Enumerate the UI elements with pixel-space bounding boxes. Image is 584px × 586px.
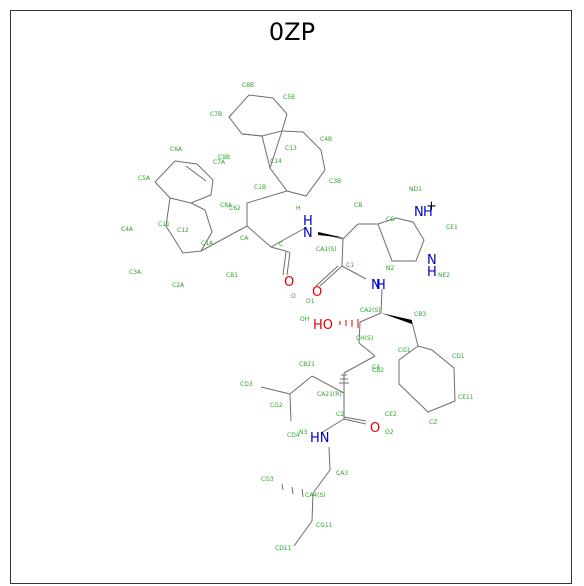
atom-label: CB3 <box>414 311 426 318</box>
atom-label: C4A <box>121 226 134 233</box>
het-label: HO <box>313 318 333 333</box>
atom-label: C4 <box>372 364 380 371</box>
atom-name-labels: C8B C5B C7B C4B C6A C13 C9B C14 C7A C5A … <box>121 82 474 552</box>
atom-label: C7A <box>213 159 226 166</box>
atom-label: C4B <box>320 136 332 143</box>
atom-label: CG1 <box>398 347 411 354</box>
het-label: N <box>427 253 437 268</box>
atom-label: C9B <box>218 154 230 161</box>
atom-label: C2 <box>336 411 344 418</box>
het-label: HN <box>310 431 330 446</box>
het-label: H <box>423 205 433 220</box>
stereo-hash-bonds-2 <box>281 374 349 498</box>
atom-label: CA2(S) <box>360 307 381 314</box>
atom-label: H <box>296 205 301 212</box>
diagram-title: 0ZP <box>268 18 316 46</box>
atom-label: CZ <box>429 419 437 426</box>
atom-label: CG2 <box>270 402 283 409</box>
atom-label: CD4 <box>287 432 300 439</box>
atom-label: OH <box>300 316 309 323</box>
het-label: O <box>370 421 380 436</box>
atom-label: C7B <box>210 111 222 118</box>
atom-label: C5B <box>283 94 295 101</box>
atom-label: N3 <box>299 429 307 436</box>
atom-label: CA1(S) <box>316 246 337 253</box>
atom-label: CB1 <box>226 272 238 279</box>
atom-label: C11 <box>158 221 170 228</box>
atom-label: CE2 <box>385 411 397 418</box>
atom-label: C3B <box>329 178 341 185</box>
atom-label: CB21 <box>299 361 315 368</box>
atom-label: C6A <box>170 146 183 153</box>
atom-label: CD1 <box>452 353 465 360</box>
bond-lines <box>154 94 456 547</box>
het-label: N <box>414 205 424 220</box>
positive-charge-label: + <box>426 199 437 214</box>
het-label: O <box>284 275 294 290</box>
stereo-wedge-bonds <box>318 232 412 324</box>
het-label: H <box>376 278 386 293</box>
atom-label: CA <box>240 235 249 242</box>
atom-label: C1 <box>346 262 354 269</box>
atom-label: CE1 <box>446 224 458 231</box>
atom-label: CA3 <box>336 470 348 477</box>
atom-label: CA4(S) <box>305 492 326 499</box>
atom-label: CG <box>386 216 395 223</box>
atom-label: C1A <box>201 240 214 247</box>
heteroatom-labels: N H O N H O HO O HN N H H N <box>284 205 437 446</box>
atom-label: C8B <box>242 82 254 89</box>
atom-label: C14 <box>270 158 282 165</box>
atom-label: C8A <box>220 202 233 209</box>
atom-label: O <box>291 293 296 300</box>
atom-label: C3A <box>129 269 142 276</box>
atom-label: ND1 <box>409 186 422 193</box>
het-label: H <box>427 265 437 280</box>
atom-label: CB2 <box>372 367 384 374</box>
atom-label: O2 <box>385 429 394 436</box>
atom-label: CH(S) <box>356 335 373 342</box>
atom-label: C <box>279 241 283 248</box>
atom-label: C1B <box>254 184 266 191</box>
het-label: N <box>371 278 381 293</box>
het-label: O <box>312 285 322 300</box>
het-label: N <box>303 226 313 241</box>
atom-label: CB <box>354 202 362 209</box>
het-label: H <box>303 214 313 229</box>
atom-label: CE11 <box>458 394 474 401</box>
stereo-hash-bonds <box>339 319 359 328</box>
atom-label: O1 <box>306 298 315 305</box>
atom-label: N2 <box>386 265 394 272</box>
atom-label: CD11 <box>275 545 292 552</box>
atom-label: C2A <box>172 282 185 289</box>
charge-plus: + <box>426 199 437 214</box>
atom-label: NE2 <box>438 272 450 279</box>
diagram-frame <box>10 10 572 584</box>
atom-label: CG3 <box>261 476 274 483</box>
atom-label: C13 <box>285 145 297 152</box>
atom-label: C12 <box>177 227 189 234</box>
atom-label: CD3 <box>240 381 253 388</box>
atom-label: CG11 <box>316 522 333 529</box>
atom-label: CA21(R) <box>317 391 342 398</box>
atom-label: C5A <box>138 175 151 182</box>
atom-label: C62 <box>229 205 241 212</box>
